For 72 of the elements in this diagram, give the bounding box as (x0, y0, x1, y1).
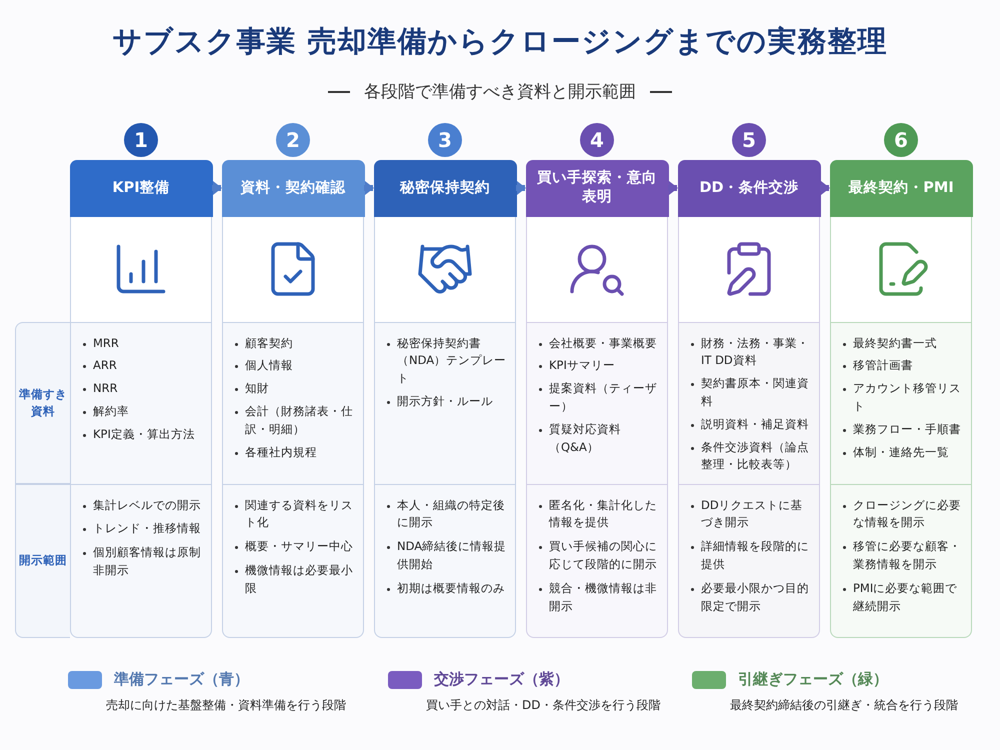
bullet-item: MRR (81, 334, 205, 352)
title: サブスク事業 売却準備からクロージングまでの実務整理 (111, 23, 889, 60)
phase-header: 買い手探索・意向表明 (526, 160, 668, 216)
bullet-item: 質疑対応資料（Q&A） (537, 420, 661, 456)
bullet-item: 機微情報は必要最小限 (233, 562, 357, 598)
bullet-item: 契約書原本・関連資料 (689, 375, 813, 411)
bullet-item: NRR (81, 380, 205, 398)
legend-description: 最終契約締結後の引継ぎ・統合を行う段階 (730, 697, 958, 714)
bullet-item: 移管計画書 (841, 357, 965, 376)
bullet-item: PMIに必要な範囲で継続開示 (841, 580, 965, 616)
step-number: 3 (428, 123, 462, 157)
row-header-text: 開示範囲 (18, 552, 68, 570)
arrow (516, 181, 526, 195)
bullet-item: 買い手候補の関心に応じて段階的に開示 (537, 538, 661, 574)
legend-text: 交渉フェーズ（紫） (434, 670, 569, 689)
row-header-text: 準備すき資料 (18, 386, 68, 420)
bullet-item: 各種社内規程 (233, 444, 357, 462)
bullet-item: 会社概要・事業概要 (537, 334, 661, 352)
bullet-item: 開示方針・ルール (385, 392, 509, 411)
row-header (15, 322, 70, 484)
bullet-item: KPIサマリー (537, 357, 661, 376)
bullet-item: 移管に必要な顧客・業務情報を開示 (841, 538, 965, 574)
bullet-item: トレンド・推移情報 (81, 520, 205, 538)
bullet-item: 概要・サマリー中心 (233, 538, 357, 556)
bullet-item: 競合・機微情報は非開示 (537, 580, 661, 616)
bullet-item: 顧客契約 (233, 334, 357, 352)
bullet-item: 体制・連絡先一覧 (841, 444, 965, 462)
bullet-item: 条件交渉資料（論点整理・比較表等） (689, 438, 813, 474)
phase-header: 秘密保持契約 (374, 160, 516, 216)
arrow (364, 181, 374, 195)
bullet-item: 最終契約書一式 (841, 334, 965, 352)
arrow (668, 181, 678, 195)
step-number: 4 (580, 123, 614, 157)
step-number: 5 (732, 123, 766, 157)
bullet-item: クロージングに必要な情報を開示 (841, 496, 965, 532)
phase-header: 最終契約・PMI (830, 160, 972, 216)
subtitle: 各段階で準備すべき資料と開示範囲 (364, 81, 636, 103)
bullet-item: 業務フロー・手順書 (841, 420, 965, 439)
arrow (820, 181, 830, 195)
bullet-item: 説明資料・補足資料 (689, 416, 813, 434)
bullet-item: DDリクエストに基づき開示 (689, 496, 813, 532)
bullet-item: ARR (81, 357, 205, 376)
bullet-item: 詳細情報を段階的に提供 (689, 538, 813, 574)
legend-description: 買い手との対話・DD・条件交渉を行う段階 (426, 697, 660, 714)
bullet-item: 初期は概要情報のみ (385, 580, 509, 598)
step-number: 6 (884, 123, 918, 157)
bullet-item: 解約率 (81, 402, 205, 421)
bullet-item: 会計（財務諸表・仕訳・明細） (233, 402, 357, 439)
bullet-item: 秘密保持契約書（NDA）テンプレート (385, 334, 509, 388)
bullet-item: アカウント移管リスト (841, 380, 965, 416)
bullet-item: 関連する資料をリスト化 (233, 496, 357, 532)
bullet-item: 提案資料（ティーザー） (537, 380, 661, 416)
bullet-item: KPI定義・算出方法 (81, 426, 205, 444)
bullet-item: 個別顧客情報は原制非開示 (81, 544, 205, 580)
row-header (15, 484, 70, 638)
phase-header: KPI整備 (70, 160, 212, 216)
legend-text: 準備フェーズ（青） (114, 670, 249, 689)
bullet-item: 財務・法務・事業・IT DD資料 (689, 334, 813, 370)
phase-header: DD・条件交渉 (678, 160, 820, 216)
step-number: 2 (276, 123, 310, 157)
bullet-item: 匿名化・集計化した情報を提供 (537, 496, 661, 532)
bullet-item: 必要最小限かつ目的限定で開示 (689, 580, 813, 616)
bullet-item: 本人・組織の特定後に開示 (385, 496, 509, 532)
arrow (212, 181, 222, 195)
bullet-item: 集計レベルでの開示 (81, 496, 205, 514)
phase-header: 資料・契約確認 (222, 160, 364, 216)
bullet-item: NDA締結後に情報提供開始 (385, 538, 509, 574)
legend-description: 売却に向けた基盤整備・資料準備を行う段階 (106, 697, 346, 714)
bullet-item: 知財 (233, 380, 357, 398)
step-number: 1 (124, 123, 158, 157)
legend-text: 引継ぎフェーズ（緑） (738, 670, 888, 689)
bullet-item: 個人情報 (233, 357, 357, 376)
